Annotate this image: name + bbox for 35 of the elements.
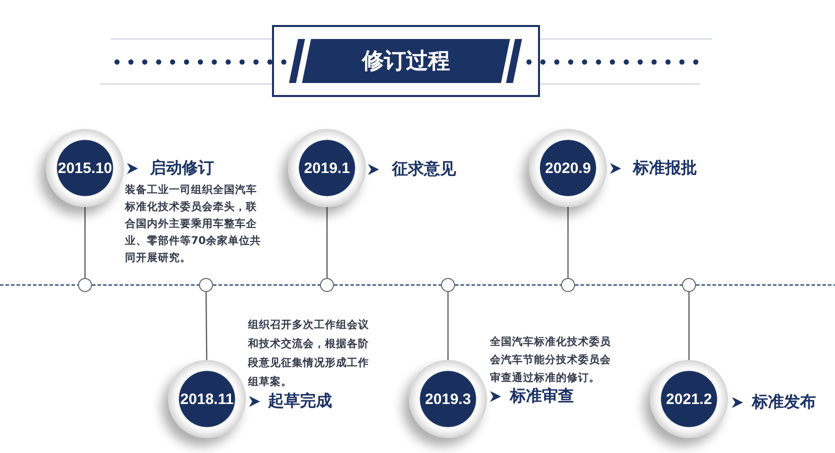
timeline-marker: [199, 278, 213, 292]
date-circle: 2019.3: [409, 360, 487, 438]
timeline-line: [213, 284, 320, 286]
step-title: 起草完成: [268, 391, 332, 411]
connector-line: [447, 292, 449, 360]
timeline-line: [0, 284, 78, 286]
date-circle: 2019.1: [288, 129, 366, 207]
connector-line: [84, 207, 86, 278]
step-title: 标准审查: [510, 386, 574, 406]
connector-line: [688, 292, 690, 360]
timeline-marker: [682, 278, 696, 292]
timeline-marker: [78, 278, 92, 292]
step-description: 组织召开多次工作组会议和技术交流会，根据各阶段意见征集情况形成工作组草案。: [248, 317, 370, 390]
timeline-marker: [561, 278, 575, 292]
timeline-line: [575, 284, 682, 286]
connector-line: [326, 207, 328, 278]
date-circle: 2015.10: [46, 129, 124, 207]
timeline-line: [696, 284, 835, 286]
title: 修订过程: [362, 49, 450, 75]
step-description: 全国汽车标准化技术委员会汽车节能分技术委员会审查通过标准的修订。: [490, 334, 612, 386]
step-title: 标准报批: [633, 158, 697, 178]
timeline-line: [455, 284, 561, 286]
timeline-marker: [441, 278, 455, 292]
timeline-line: [334, 284, 441, 286]
date-circle: 2018.11: [168, 360, 246, 438]
step-title: 标准发布: [752, 392, 816, 412]
connector-line: [206, 292, 208, 360]
step-description: 装备工业一司组织全国汽车标准化技术委员会牵头，联合国内外主要乘用车整车企业、零部件等70余家单位共同开展研究。: [125, 182, 262, 266]
step-title: 征求意见: [392, 159, 456, 179]
date-circle: 2021.2: [650, 360, 728, 438]
timeline-line: [92, 284, 199, 286]
date-circle: 2020.9: [529, 129, 607, 207]
timeline-marker: [320, 278, 334, 292]
step-title: 启动修订: [150, 158, 214, 178]
connector-line: [567, 207, 569, 278]
